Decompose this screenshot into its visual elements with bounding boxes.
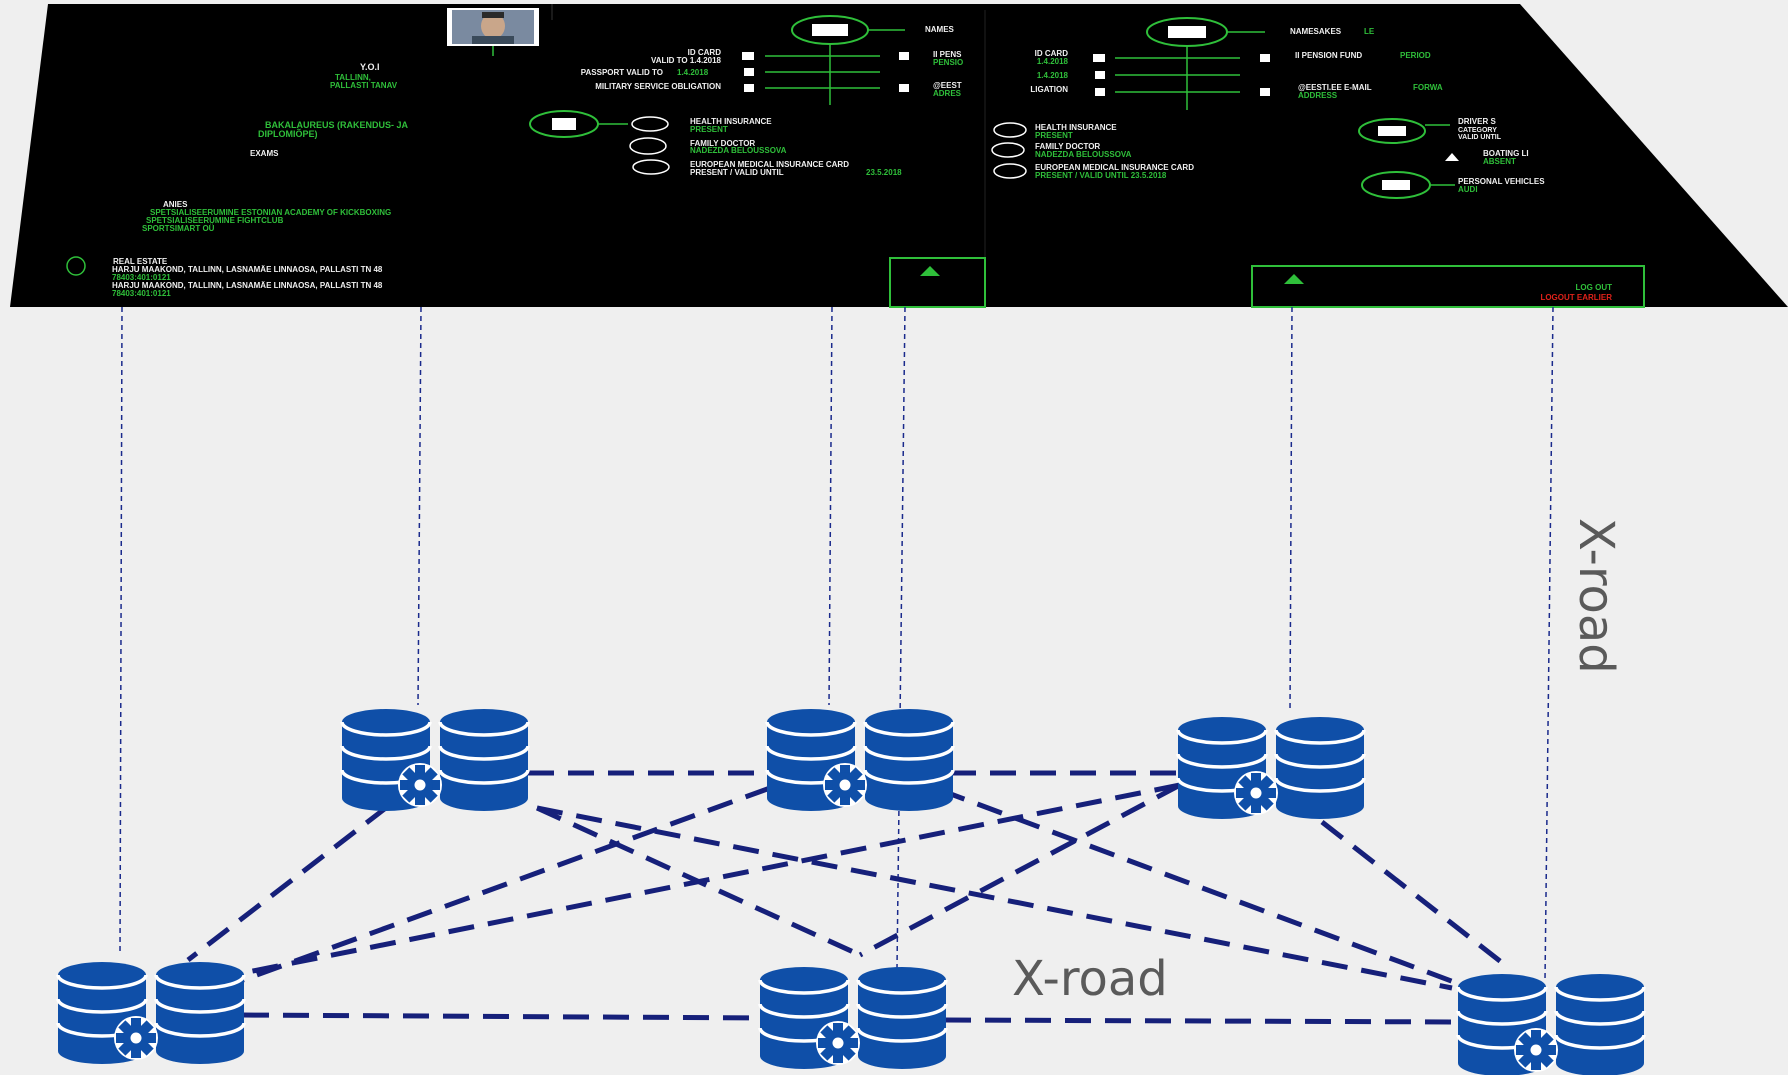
activities-line: SPETSIALISEERUMINE FIGHTCLUB bbox=[146, 216, 284, 225]
family-header: FAMILY DOCTOR bbox=[1035, 142, 1100, 151]
database-icon bbox=[1458, 974, 1644, 1075]
health-header: HEALTH INSURANCE bbox=[690, 117, 772, 126]
pension-value: PENSIO bbox=[933, 58, 963, 67]
bio-line: PALLASTI TANAV bbox=[330, 81, 398, 90]
health-insurance-icon bbox=[631, 116, 669, 132]
vehicles-header: PERSONAL VEHICLES bbox=[1458, 177, 1545, 186]
real-estate-line: 78403:401:0121 bbox=[112, 273, 171, 282]
eu-value-date: 23.5.2018 bbox=[866, 168, 902, 177]
activities-line: SPORTSIMART OÜ bbox=[142, 224, 215, 233]
database-cluster-5 bbox=[760, 967, 946, 1069]
database-cluster-4 bbox=[58, 962, 244, 1064]
real-estate-line: HARJU MAAKOND, TALLINN, LASNAMÄE LINNAOS… bbox=[112, 265, 383, 274]
database-icon bbox=[342, 709, 528, 811]
family-value: NADEZDA BELOUSSOVA bbox=[690, 146, 787, 155]
driver-header: DRIVER S bbox=[1458, 117, 1496, 126]
pension-value: PERIOD bbox=[1400, 51, 1431, 60]
health-insurance-icon bbox=[993, 122, 1027, 138]
family-doctor-icon bbox=[991, 142, 1025, 158]
activities-line: SPETSIALISEERUMINE ESTONIAN ACADEMY OF K… bbox=[150, 208, 391, 217]
real-estate-icon bbox=[66, 256, 86, 276]
email-sub: ADDRESS bbox=[1298, 91, 1338, 100]
database-cluster-2 bbox=[767, 709, 953, 811]
eesti-value: ADRES bbox=[933, 89, 962, 98]
email-value: FORWA bbox=[1413, 83, 1443, 92]
email-label: @EESTI.EE E-MAIL bbox=[1298, 83, 1372, 92]
id-card-valid: VALID TO 1.4.2018 bbox=[651, 56, 722, 65]
military-icon bbox=[1095, 88, 1105, 96]
passport-value: 1.4.2018 bbox=[677, 68, 709, 77]
database-cluster-3 bbox=[1178, 717, 1364, 819]
boating-header: BOATING LI bbox=[1483, 149, 1529, 158]
education-line: DIPLOMIÕPE) bbox=[258, 129, 318, 139]
database-icon bbox=[760, 967, 946, 1069]
military-label: MILITARY SERVICE OBLIGATION bbox=[595, 82, 721, 91]
pension-icon bbox=[899, 52, 909, 60]
military-icon bbox=[744, 84, 754, 92]
eu-header: EUROPEAN MEDICAL INSURANCE CARD bbox=[690, 160, 849, 169]
email-icon bbox=[899, 84, 909, 92]
activities-header: ANIES bbox=[163, 200, 188, 209]
passport-label: PASSPORT VALID TO bbox=[581, 68, 663, 77]
left-bottom-panel bbox=[889, 257, 986, 308]
valid-value: 1.4.2018 bbox=[1037, 71, 1069, 80]
real-estate-header: REAL ESTATE bbox=[113, 257, 168, 266]
screen-panel bbox=[10, 4, 1788, 307]
real-estate-line: 78403:401:0121 bbox=[112, 289, 171, 298]
eu-card-icon bbox=[632, 159, 670, 175]
database-cluster-1 bbox=[342, 709, 528, 811]
pension-icon bbox=[1260, 54, 1270, 62]
eesti-label: @EEST bbox=[933, 81, 962, 90]
family-value: NADEZDA BELOUSSOVA bbox=[1035, 150, 1132, 159]
real-estate-line: HARJU MAAKOND, TALLINN, LASNAMÄE LINNAOS… bbox=[112, 281, 383, 290]
military-label: LIGATION bbox=[1030, 85, 1068, 94]
logout-panel bbox=[1251, 265, 1645, 308]
database-icon bbox=[58, 962, 244, 1064]
pension-label: II PENSION FUND bbox=[1295, 51, 1362, 60]
boating-value: ABSENT bbox=[1483, 157, 1516, 166]
xroad-layer-label: X-road bbox=[1568, 518, 1624, 674]
bio-header: Y.O.I bbox=[360, 62, 380, 72]
driver-line: VALID UNTIL bbox=[1458, 134, 1502, 141]
id-card-label: ID CARD bbox=[688, 48, 722, 57]
avatar bbox=[447, 8, 539, 46]
id-card-icon bbox=[1093, 54, 1105, 62]
id-card-icon bbox=[742, 52, 754, 60]
database-icon bbox=[1178, 717, 1364, 819]
vehicles-value: AUDI bbox=[1458, 185, 1478, 194]
eu-value: PRESENT / VALID UNTIL 23.5.2018 bbox=[1035, 171, 1167, 180]
pension-label: II PENS bbox=[933, 50, 962, 59]
citizen-portal-screen: Y.O.I TALLINN, PALLASTI TANAV BAKALAUREU… bbox=[10, 4, 1788, 308]
health-value: PRESENT bbox=[690, 125, 728, 134]
family-doctor-icon bbox=[629, 137, 667, 155]
names-label: NAMES bbox=[925, 25, 955, 34]
xroad-network-label: X-road bbox=[1012, 951, 1168, 1007]
logout-button[interactable]: LOG OUT bbox=[1576, 283, 1613, 292]
health-value: PRESENT bbox=[1035, 131, 1073, 140]
passport-icon bbox=[744, 68, 754, 76]
screen-to-db-connectors bbox=[119, 306, 1554, 981]
eu-card-icon bbox=[993, 163, 1027, 179]
eu-value-prefix: PRESENT / VALID UNTIL bbox=[690, 168, 784, 177]
database-icon bbox=[767, 709, 953, 811]
email-icon bbox=[1260, 88, 1270, 96]
namesakes-label: NAMESAKES bbox=[1290, 27, 1342, 36]
eu-header: EUROPEAN MEDICAL INSURANCE CARD bbox=[1035, 163, 1194, 172]
logout-earlier-text: LOGOUT EARLIER bbox=[1540, 293, 1612, 302]
exams-label: EXAMS bbox=[250, 149, 279, 158]
education-line: BAKALAUREUS (RAKENDUS- JA bbox=[265, 120, 409, 130]
database-cluster-6 bbox=[1458, 974, 1644, 1075]
driver-line: CATEGORY bbox=[1458, 127, 1497, 134]
driver-icon bbox=[1358, 118, 1426, 144]
health-header: HEALTH INSURANCE bbox=[1035, 123, 1117, 132]
id-card-value: 1.4.2018 bbox=[1037, 57, 1069, 66]
bio-line: TALLINN, bbox=[335, 73, 371, 82]
namesakes-value: LE bbox=[1364, 27, 1375, 36]
boating-icon bbox=[1445, 153, 1459, 161]
family-header: FAMILY DOCTOR bbox=[690, 139, 755, 148]
id-card-label: ID CARD bbox=[1035, 49, 1069, 58]
passport-icon bbox=[1095, 71, 1105, 79]
xroad-mesh-links bbox=[186, 770, 1507, 1025]
